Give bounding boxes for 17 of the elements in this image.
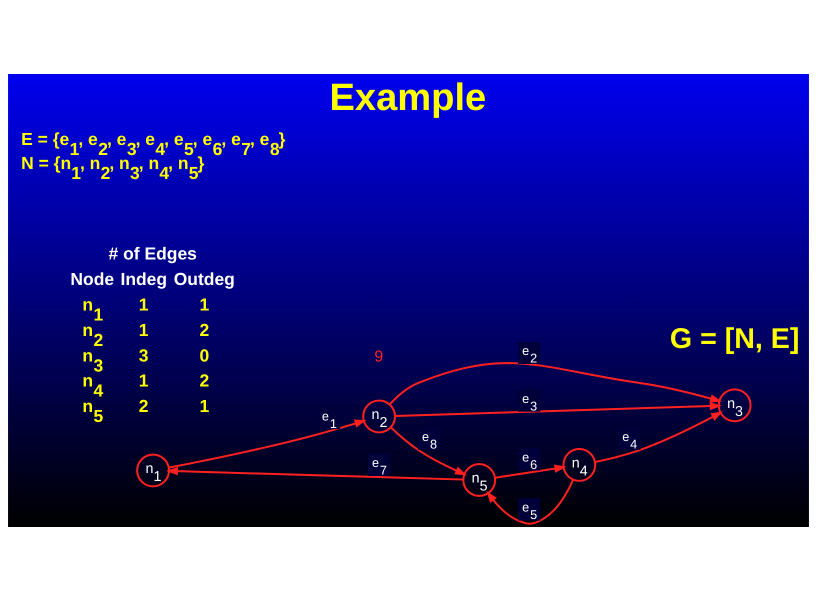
label: 1	[138, 320, 148, 340]
label: 9	[374, 348, 384, 366]
diagram-title: Example	[329, 76, 486, 120]
label: # of Edges	[108, 244, 197, 264]
label: G = [N, E]	[670, 322, 800, 355]
label: 2	[200, 320, 210, 340]
label: Outdeg	[174, 269, 235, 290]
label: Indeg	[120, 269, 168, 290]
label: 1	[200, 396, 210, 416]
label: 3	[138, 345, 148, 366]
label: Node	[70, 269, 114, 290]
label: 1	[138, 370, 148, 391]
label: 2	[200, 370, 210, 391]
label: 1	[138, 294, 148, 314]
label: 1	[200, 294, 210, 314]
label: 0	[200, 345, 210, 366]
label: 2	[138, 396, 148, 416]
